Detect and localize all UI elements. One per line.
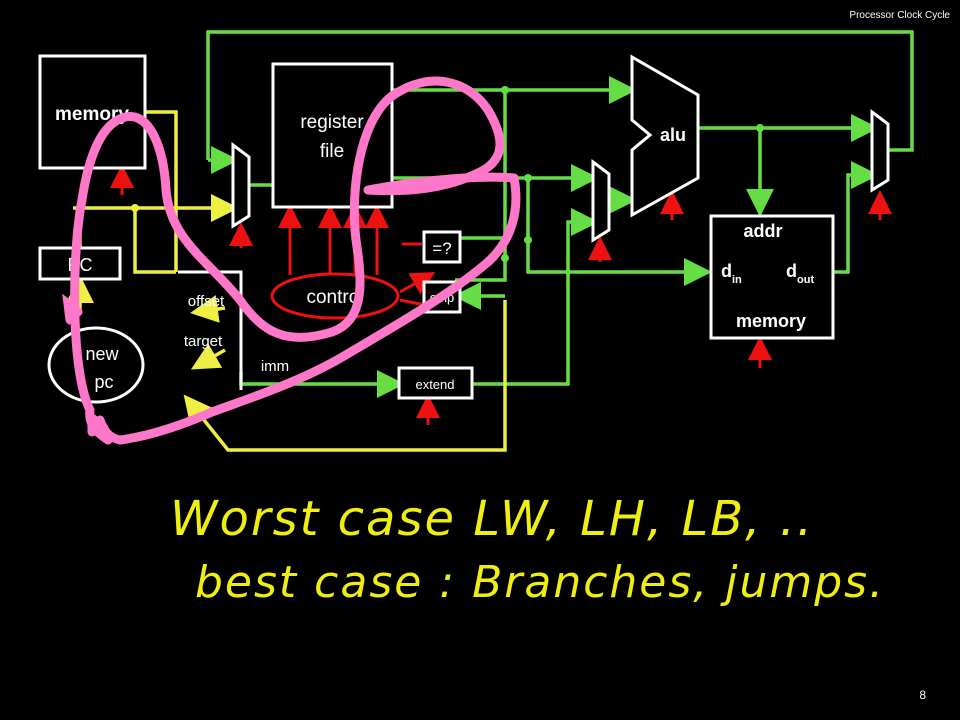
handwriting-line-1: Worst case LW, LH, LB, ..	[170, 491, 814, 547]
handwriting-line-2: best case : Branches, jumps.	[195, 557, 885, 608]
control-label: control	[306, 287, 363, 308]
extend-block	[397, 366, 474, 400]
instruction-split-line	[178, 270, 243, 390]
data-memory-addr-label: addr	[743, 221, 782, 241]
register-file-label-1: register	[300, 112, 364, 133]
new-pc-label-1: new	[85, 344, 119, 364]
data-memory-label: memory	[736, 311, 806, 331]
data-memory-din-label: din	[721, 261, 742, 286]
alu-block	[630, 54, 700, 218]
data-memory-block	[709, 214, 835, 340]
pink-annotation-tail	[62, 293, 109, 437]
equality-label: =?	[432, 239, 451, 258]
writeback-mux	[870, 109, 890, 193]
extend-label: extend	[415, 377, 454, 392]
page-number: 8	[919, 688, 926, 702]
new-pc-label-2: pc	[94, 372, 113, 392]
pc-junction-dot	[131, 204, 139, 212]
imm-label: imm	[261, 358, 289, 375]
equality-block	[422, 230, 462, 264]
register-file-block	[271, 62, 394, 209]
target-label: target	[184, 333, 223, 350]
register-file-label-2: file	[320, 141, 344, 162]
alu-label: alu	[660, 125, 686, 145]
data-memory-dout-label: dout	[786, 261, 814, 286]
slide-title: Processor Clock Cycle	[849, 10, 950, 21]
register-mux	[231, 142, 251, 229]
offset-label: offset	[188, 293, 225, 310]
pink-annotation-loop	[70, 76, 521, 445]
control-unit	[270, 272, 400, 320]
alu-input-mux	[591, 159, 611, 243]
